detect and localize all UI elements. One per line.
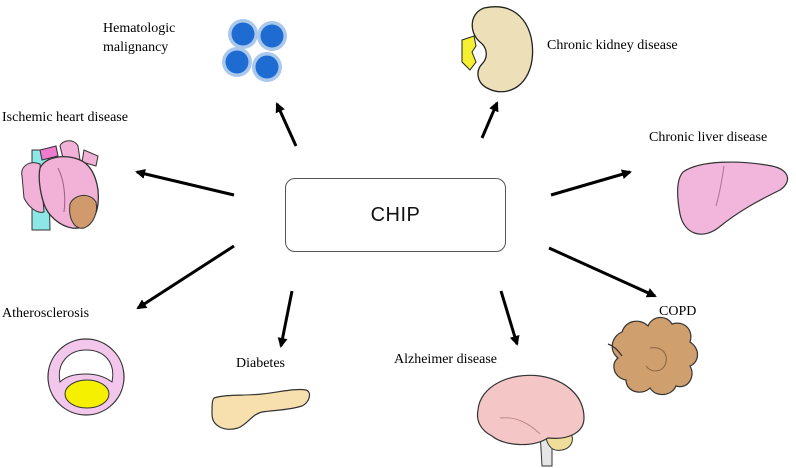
arrow-to-ischemic	[135, 168, 235, 197]
label-ischemic-heart-disease: Ischemic heart disease	[2, 110, 128, 125]
lung-alveoli-icon	[607, 316, 699, 396]
artery-cross-section-icon	[47, 338, 125, 416]
kidney-icon	[461, 6, 534, 93]
arrow-to-copd	[548, 246, 657, 298]
label-alzheimer-disease: Alzheimer disease	[394, 352, 498, 367]
chip-center-box: CHIP	[285, 178, 506, 252]
arrow-to-kidney	[480, 101, 499, 139]
label-chronic-liver-disease: Chronic liver disease	[649, 130, 768, 145]
chip-label: CHIP	[370, 203, 421, 226]
pancreas-icon	[211, 388, 311, 430]
blood-cells-icon	[222, 19, 287, 82]
arrow-to-liver	[550, 169, 632, 197]
arrow-to-diabetes	[277, 290, 294, 348]
label-hematologic-malignancy: Hematologic malignancy	[103, 21, 176, 55]
arrow-to-hematologic	[275, 102, 298, 147]
arrows	[135, 101, 657, 348]
arrow-to-atherosclerosis	[136, 244, 235, 310]
label-atherosclerosis: Atherosclerosis	[2, 306, 90, 321]
brain-icon	[476, 374, 585, 467]
label-copd: COPD	[659, 304, 697, 319]
label-diabetes: Diabetes	[236, 356, 285, 371]
arrow-to-alzheimer	[499, 290, 520, 346]
liver-icon	[677, 161, 789, 235]
heart-icon	[21, 140, 100, 231]
label-chronic-kidney-disease: Chronic kidney disease	[547, 38, 678, 53]
